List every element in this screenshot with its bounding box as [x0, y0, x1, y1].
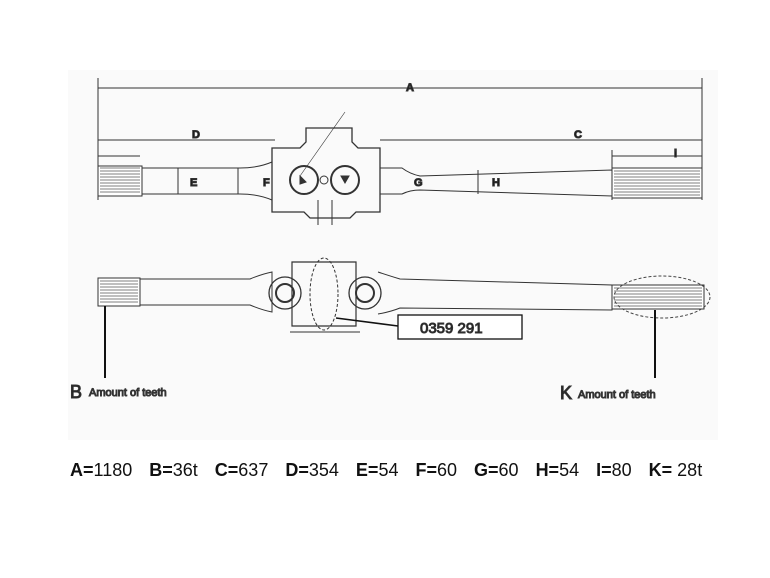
- callout-b-text: Amount of teeth: [89, 387, 167, 399]
- legend-value: 54: [378, 460, 399, 480]
- legend-item-k: K= 28t: [649, 460, 703, 480]
- callout-b-letter: B: [70, 382, 82, 402]
- legend-key: I=: [596, 460, 612, 480]
- callout-k-letter: K: [560, 383, 572, 403]
- legend-item-a: A=1180: [70, 460, 132, 480]
- legend-item-h: H=54: [536, 460, 580, 480]
- legend-value: 60: [436, 460, 458, 480]
- legend-value: 28t: [672, 460, 703, 480]
- drawing-background: [68, 70, 718, 440]
- legend-value: 54: [559, 460, 580, 480]
- legend-item-f: F=60: [415, 460, 457, 480]
- legend-key: K=: [648, 460, 673, 480]
- legend-key: E=: [355, 460, 379, 480]
- part-number: 0359 291: [420, 320, 483, 337]
- legend-key: C=: [214, 460, 239, 480]
- legend-item-e: E=54: [356, 460, 399, 480]
- legend-key: G=: [474, 460, 499, 480]
- label-h: H: [492, 177, 500, 189]
- legend-key: F=: [415, 460, 437, 480]
- legend-key: A=: [70, 460, 94, 480]
- legend-value: 637: [238, 460, 269, 480]
- label-d: D: [192, 129, 200, 141]
- label-e: E: [190, 177, 197, 189]
- callout-b: B Amount of teeth: [70, 306, 167, 403]
- legend-value: 80: [611, 460, 632, 480]
- legend-value: 36t: [172, 460, 198, 480]
- label-i: i: [674, 148, 677, 160]
- legend-value: 1180: [93, 460, 133, 480]
- side-view: [97, 257, 711, 333]
- callout-k-text: Amount of teeth: [578, 389, 656, 401]
- legend-item-b: B=36t: [149, 460, 198, 480]
- legend-value: 354: [308, 460, 339, 480]
- part-number-callout: 0359 291: [335, 314, 523, 340]
- label-c: C: [574, 129, 582, 141]
- legend-value: 60: [498, 460, 519, 480]
- legend-key: H=: [535, 460, 560, 480]
- legend-key: B=: [149, 460, 173, 480]
- legend-item-d: D=354: [285, 460, 339, 480]
- top-view: A D C i E F: [97, 78, 703, 225]
- legend-item-i: I=80: [596, 460, 632, 480]
- legend-item-g: G=60: [474, 460, 519, 480]
- legend-key: D=: [285, 460, 309, 480]
- label-g: G: [414, 177, 423, 189]
- label-a: A: [406, 82, 414, 94]
- label-f: F: [263, 177, 270, 189]
- legend-item-c: C=637: [215, 460, 269, 480]
- callout-k: K Amount of teeth: [560, 310, 656, 404]
